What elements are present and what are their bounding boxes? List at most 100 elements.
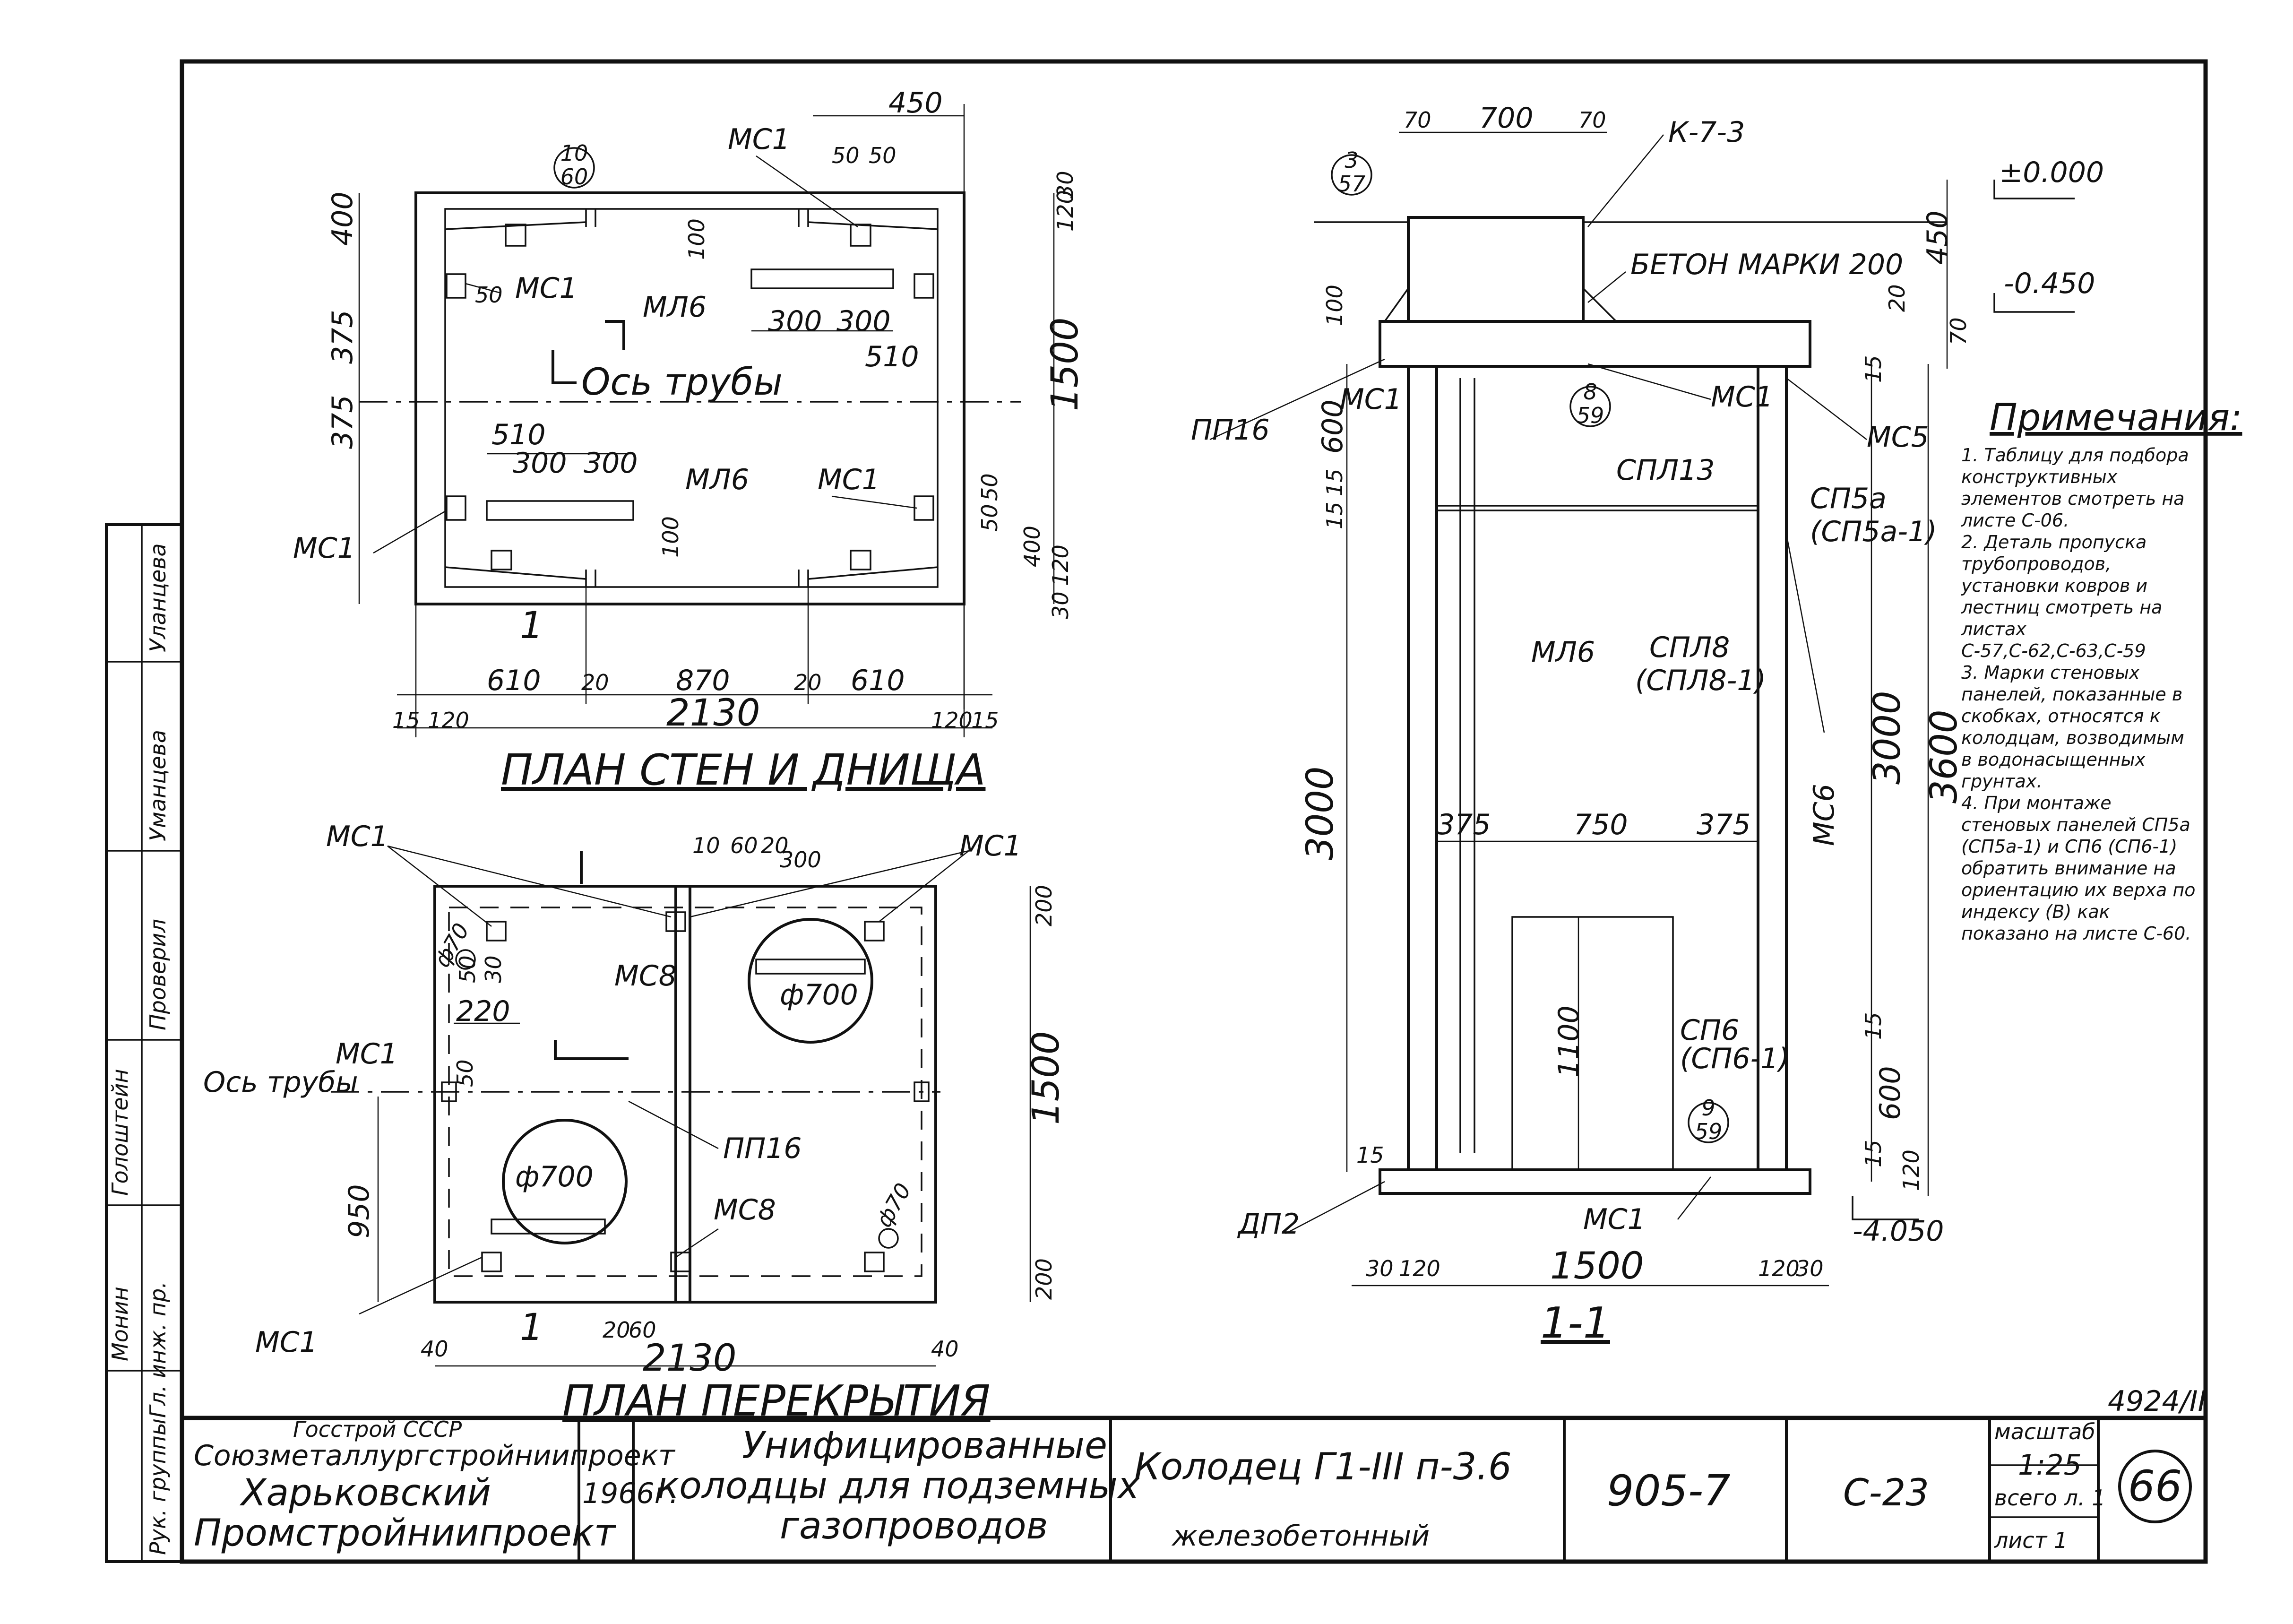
mark-ml6-lower: МЛ6 [685, 463, 749, 496]
dim-50-r2: 50 [977, 504, 1002, 532]
dim-610-a: 610 [487, 664, 541, 697]
dim-15-left-a: 15 [1322, 468, 1347, 496]
org-2: Харьковский [239, 1472, 491, 1514]
svg-text:3: 3 [1345, 147, 1358, 173]
level-045: -0.450 [2004, 267, 2095, 300]
dim-300-slab: 300 [780, 847, 821, 872]
section-title: 1-1 [1541, 1298, 1610, 1348]
dim-1500-section: 1500 [1550, 1245, 1644, 1287]
dim-3600: 3600 [1923, 709, 1965, 803]
mark-pp16-section: ПП16 [1191, 414, 1270, 447]
dim-750: 750 [1574, 808, 1628, 841]
dim-375-b-section: 375 [1697, 808, 1751, 841]
level-0: ±0.000 [1999, 156, 2104, 189]
mark-mc6: МС6 [1808, 784, 1841, 846]
dim-300-ub: 300 [836, 305, 891, 338]
svg-text:59: 59 [1577, 403, 1604, 428]
dim-50-r1: 50 [977, 473, 1002, 501]
dim-600-right: 600 [1874, 1066, 1907, 1120]
dim-120-bot-a: 120 [1399, 1256, 1440, 1281]
dim-20-section: 20 [1884, 284, 1910, 312]
stamp-name-6: Уланцева [145, 543, 171, 652]
dim-20-slab: 20 [761, 833, 789, 858]
dim-610-b: 610 [851, 664, 905, 697]
dim-375-a-section: 375 [1437, 808, 1491, 841]
dim-375-b: 375 [326, 395, 359, 449]
dim-120-a: 120 [428, 708, 469, 733]
mark-mc1-top: МС1 [728, 123, 790, 156]
stamp-name-5: Уманцева [145, 730, 171, 841]
dim-120-bot-b: 120 [1758, 1256, 1800, 1281]
plan-walls-labels: 10 60 450 МС1 50 50 МС1 МЛ6 Ось трубы 40… [293, 86, 1086, 795]
dim-400-right: 400 [1019, 526, 1045, 567]
mark-k73: К-7-3 [1668, 116, 1745, 149]
dim-15-section-r: 15 [1861, 355, 1886, 383]
dim-700: 700 [1479, 102, 1534, 135]
scale-label: масштаб [1994, 1419, 2095, 1444]
dim-510-u: 510 [865, 340, 919, 373]
dim-200-top-slab: 200 [1031, 885, 1057, 926]
dim-100-section-l: 100 [1322, 285, 1347, 326]
mark-mc1-left: МС1 [515, 272, 578, 305]
callout-8-59: 8 59 [1569, 379, 1611, 428]
dim-30-top: 30 [1052, 171, 1078, 199]
dim-40-slab-a: 40 [421, 1336, 448, 1362]
sheet-label: лист 1 [1994, 1528, 2068, 1553]
mark-mc5: МС5 [1867, 421, 1929, 454]
year: 1966г. [582, 1477, 678, 1510]
scale-value: 1:25 [2018, 1449, 2082, 1482]
drawing-2: железобетонный [1171, 1520, 1430, 1553]
mark-mc1-lower-left: МС1 [293, 532, 355, 565]
dim-40-slab-b: 40 [931, 1336, 959, 1362]
dim-30-slab: 30 [481, 955, 506, 983]
dim-2130-walls: 2130 [666, 692, 760, 734]
mark-mc1-slab-l: МС1 [336, 1037, 398, 1071]
dim-70-b: 70 [1578, 107, 1606, 133]
dim-30-bot-b: 30 [1796, 1256, 1824, 1281]
dim-120-bottom: 120 [1048, 544, 1073, 586]
dim-100-walls: 100 [684, 218, 709, 260]
dim-120-top: 120 [1052, 190, 1078, 232]
side-stamp: Рук. группы Монин Гл. инж. пр. Голоштейн… [105, 523, 183, 1563]
project-2: колодцы для подземных [657, 1465, 1140, 1507]
stamp-name-1: Монин [107, 1287, 133, 1361]
dim-3000-right: 3000 [1866, 691, 1909, 785]
plan-walls [358, 104, 1055, 737]
diam-70-lower: ф70 [871, 1179, 916, 1232]
dim-15-b: 15 [971, 708, 999, 733]
dim-70-a: 70 [1404, 107, 1431, 133]
dim-50a: 50 [832, 143, 860, 168]
svg-text:60: 60 [560, 164, 588, 190]
mark-mc8-upper: МС8 [614, 959, 677, 993]
section-1-1 [1209, 131, 2075, 1287]
mark-spl8: СПЛ8 [1649, 631, 1730, 664]
dim-300-ua: 300 [768, 305, 822, 338]
note-1: 1. Таблицу для подбора конструктивных эл… [1961, 445, 2189, 531]
axis-label-walls: Ось трубы [581, 361, 783, 404]
axis-label-slab: Ось трубы [203, 1066, 358, 1099]
plan-walls-title: ПЛАН СТЕН И ДНИЩА [501, 745, 985, 795]
org-top: Госстрой СССР [293, 1417, 462, 1442]
dim-10-slab: 10 [692, 833, 720, 858]
total-label: всего л. 1 [1994, 1485, 2106, 1511]
mark-pp16-slab: ПП16 [723, 1132, 802, 1165]
dim-2130-slab: 2130 [643, 1337, 737, 1380]
dim-20-a: 20 [581, 670, 609, 695]
mark-mc1-section-top-r: МС1 [1711, 380, 1773, 414]
dim-950-slab: 950 [343, 1184, 376, 1238]
mark-sp5a-1: (СП5а-1) [1810, 515, 1937, 548]
cut-1-walls: 1 [520, 605, 543, 647]
dim-60-slab-b: 60 [629, 1317, 656, 1343]
mark-ml6-upper: МЛ6 [643, 291, 707, 324]
diam-700-upper: ф700 [780, 978, 858, 1011]
dim-30-bot-a: 30 [1366, 1256, 1394, 1281]
callout-9-59: 9 59 [1688, 1095, 1729, 1144]
mark-spl13: СПЛ13 [1616, 454, 1715, 487]
mark-mc1-section-bottom: МС1 [1583, 1203, 1646, 1236]
dim-20-b: 20 [794, 670, 822, 695]
dim-15-a: 15 [392, 708, 420, 733]
dim-200-bottom-slab: 200 [1031, 1258, 1057, 1300]
dim-100-walls-2: 100 [658, 516, 683, 558]
notes: Примечания: 1. Таблицу для подбора конст… [1961, 397, 2242, 944]
org-1: Союзметаллургстройниипроект [194, 1439, 676, 1472]
